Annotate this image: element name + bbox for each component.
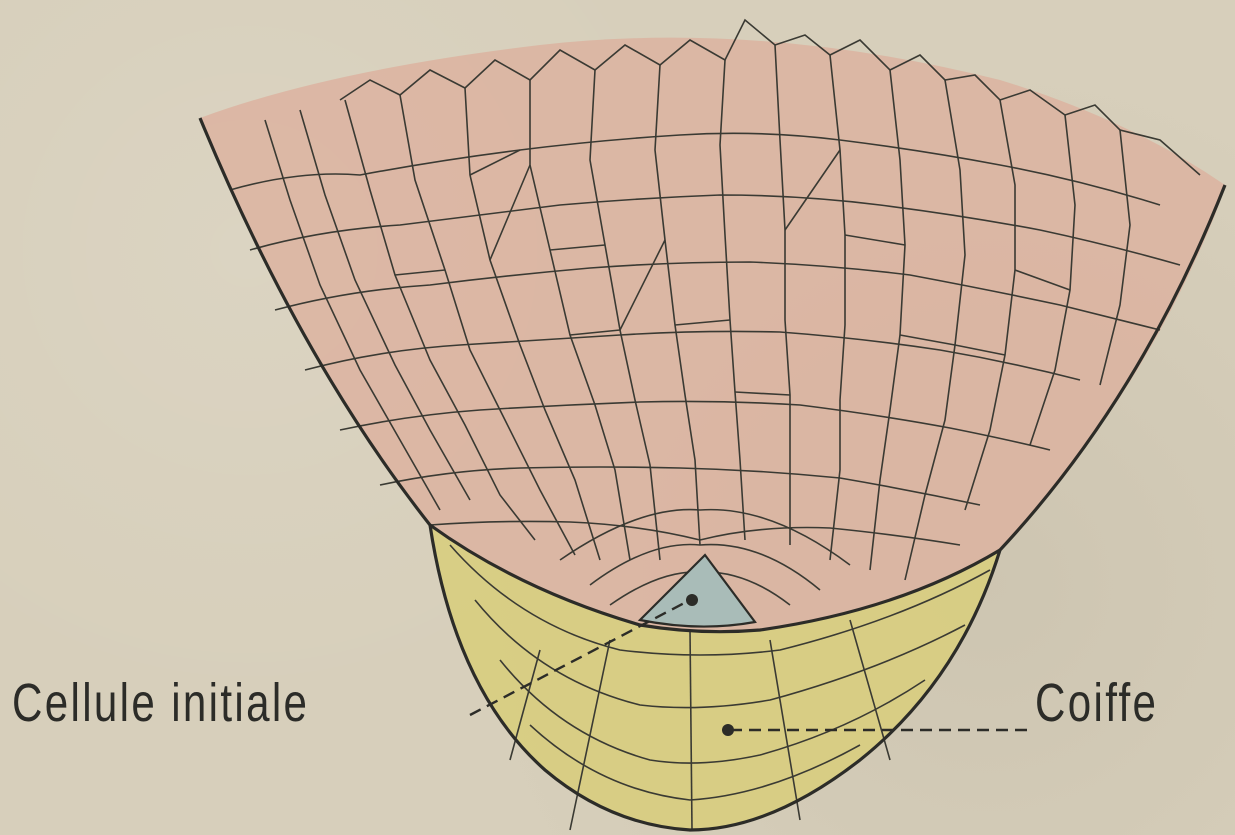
label-initial-cell: Cellule initiale [12,672,309,734]
label-root-cap: Coiffe [1035,672,1158,734]
meristem-tissue [200,38,1225,632]
initial-cell-marker [686,594,698,606]
